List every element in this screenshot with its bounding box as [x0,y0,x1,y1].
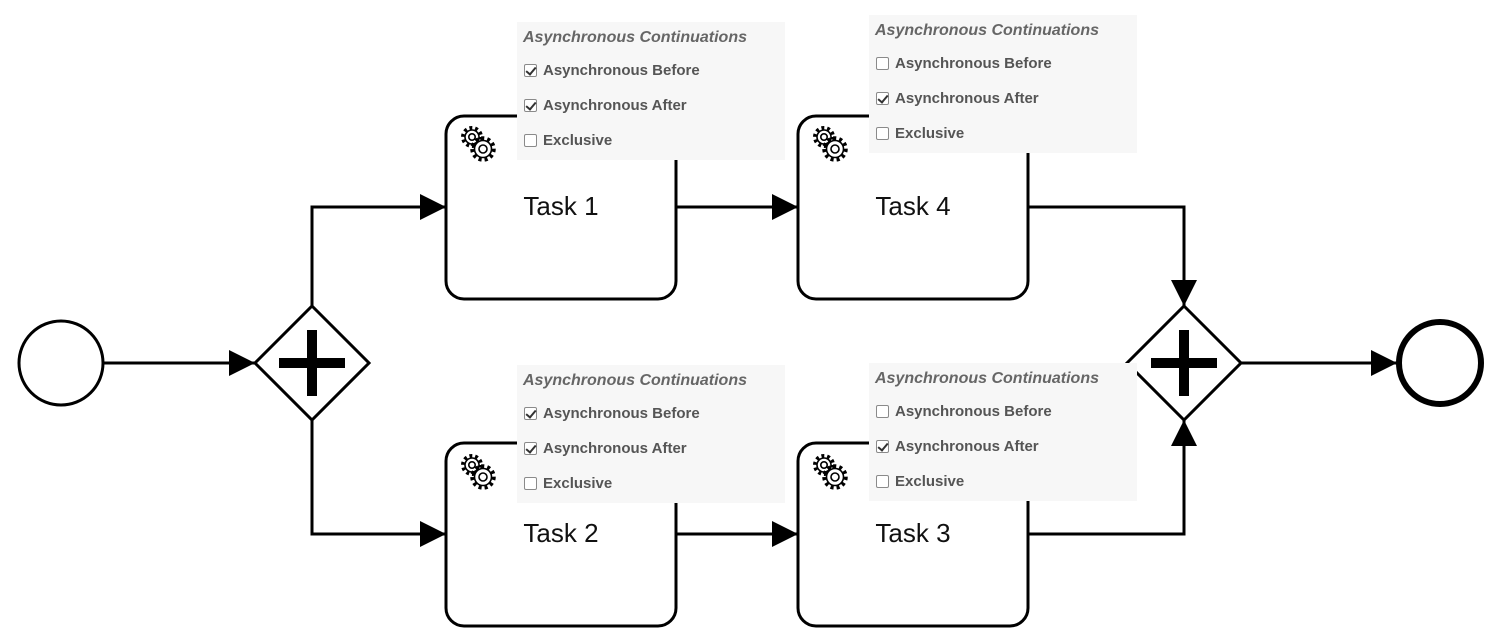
async-before-checkbox[interactable] [524,64,537,77]
async-panel-task-1: Asynchronous Continuations Asynchronous … [517,22,785,160]
exclusive-option[interactable]: Exclusive [875,116,1131,151]
async-after-checkbox[interactable] [876,440,889,453]
option-label: Asynchronous After [895,90,1039,107]
panel-title: Asynchronous Continuations [875,370,1099,387]
flow-split-to-task-1[interactable] [310,194,446,306]
panel-title: Asynchronous Continuations [875,22,1099,39]
async-after-option[interactable]: Asynchronous After [875,81,1131,116]
async-panel-task-2: Asynchronous Continuations Asynchronous … [517,365,785,503]
task-label: Task 4 [875,191,950,221]
option-label: Exclusive [895,473,965,490]
exclusive-option[interactable]: Exclusive [875,464,1131,499]
end-event-icon[interactable] [1396,319,1484,407]
async-after-checkbox[interactable] [876,92,889,105]
option-label: Asynchronous Before [543,405,700,422]
task-label: Task 3 [875,518,950,548]
exclusive-checkbox[interactable] [876,127,889,140]
async-before-option[interactable]: Asynchronous Before [523,396,779,431]
async-after-option[interactable]: Asynchronous After [875,429,1131,464]
option-label: Exclusive [543,475,613,492]
option-label: Exclusive [543,132,613,149]
async-before-checkbox[interactable] [876,405,889,418]
option-label: Asynchronous After [895,438,1039,455]
flow-task-4-to-join[interactable] [1028,205,1197,306]
panel-title: Asynchronous Continuations [523,29,747,46]
task-label: Task 1 [523,191,598,221]
option-label: Exclusive [895,125,965,142]
exclusive-checkbox[interactable] [876,475,889,488]
async-before-checkbox[interactable] [876,57,889,70]
flow-split-to-task-2[interactable] [310,420,446,547]
async-after-checkbox[interactable] [524,442,537,455]
exclusive-option[interactable]: Exclusive [523,466,779,501]
async-after-option[interactable]: Asynchronous After [523,88,779,123]
async-before-option[interactable]: Asynchronous Before [875,394,1131,429]
async-panel-task-3: Asynchronous Continuations Asynchronous … [869,363,1137,501]
panel-title: Asynchronous Continuations [523,372,747,389]
task-label: Task 2 [523,518,598,548]
option-label: Asynchronous Before [895,55,1052,72]
option-label: Asynchronous After [543,97,687,114]
async-after-checkbox[interactable] [524,99,537,112]
option-label: Asynchronous Before [895,403,1052,420]
service-task[interactable]: Task 1 [444,114,678,301]
exclusive-checkbox[interactable] [524,477,537,490]
flow-task-3-to-join[interactable] [1028,420,1197,536]
async-before-option[interactable]: Asynchronous Before [875,46,1131,81]
async-before-option[interactable]: Asynchronous Before [523,53,779,88]
async-after-option[interactable]: Asynchronous After [523,431,779,466]
option-label: Asynchronous Before [543,62,700,79]
option-label: Asynchronous After [543,440,687,457]
async-before-checkbox[interactable] [524,407,537,420]
async-panel-task-4: Asynchronous Continuations Asynchronous … [869,15,1137,153]
exclusive-option[interactable]: Exclusive [523,123,779,158]
parallel-gateway-icon[interactable] [1124,303,1244,423]
exclusive-checkbox[interactable] [524,134,537,147]
parallel-gateway-icon[interactable] [252,303,372,423]
start-event-icon[interactable] [17,319,105,407]
